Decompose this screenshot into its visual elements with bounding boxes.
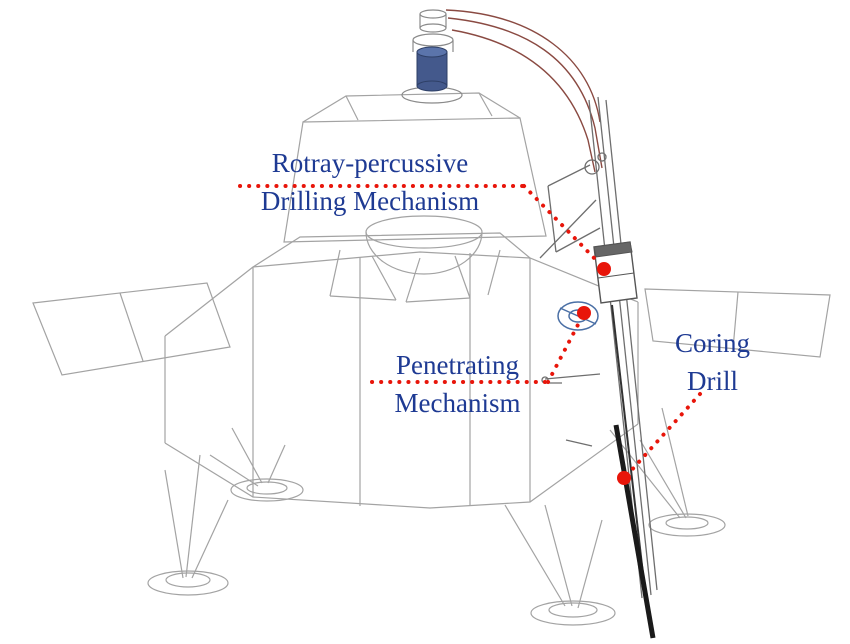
label-coring-line2: Drill xyxy=(687,366,738,396)
leader-coring-diagonal xyxy=(627,392,702,475)
marker-dots xyxy=(577,262,631,485)
top-drive-assembly xyxy=(401,9,463,104)
solar-panel-right xyxy=(644,288,831,358)
leg-front-left xyxy=(209,427,304,502)
leg-center xyxy=(504,504,616,626)
leg-far-left xyxy=(147,454,229,596)
blue-cylinder xyxy=(416,51,448,87)
label-penetrating-mechanism: Penetrating Mechanism xyxy=(350,346,565,422)
leader-lines xyxy=(238,184,702,475)
leader-drilling-diagonal xyxy=(522,184,599,263)
marker-dot-coring xyxy=(617,471,631,485)
label-coring-line1: Coring xyxy=(674,328,750,358)
body-top-edge xyxy=(164,251,639,337)
label-coring-drill: Coring Drill xyxy=(650,324,775,400)
drilling-mechanism-box xyxy=(593,241,638,304)
label-penetrating-line1: Penetrating xyxy=(396,350,519,380)
marker-dot-penetrating xyxy=(577,306,591,320)
label-penetrating-line2: Mechanism xyxy=(394,388,521,418)
lander-body-lines xyxy=(32,92,831,626)
label-drilling-line2: Drilling Mechanism xyxy=(260,186,480,216)
tank xyxy=(365,215,483,249)
label-drilling-line1: Rotray-percussive xyxy=(271,148,469,178)
marker-dot-drilling xyxy=(597,262,611,276)
solar-panel-left xyxy=(32,282,231,376)
body-bottom-edge xyxy=(164,423,639,509)
coring-drill-stem xyxy=(611,304,656,639)
leader-penetrating-diagonal xyxy=(546,317,583,384)
tower xyxy=(283,117,547,243)
label-drilling-mechanism: Rotray-percussive Drilling Mechanism xyxy=(215,144,525,220)
